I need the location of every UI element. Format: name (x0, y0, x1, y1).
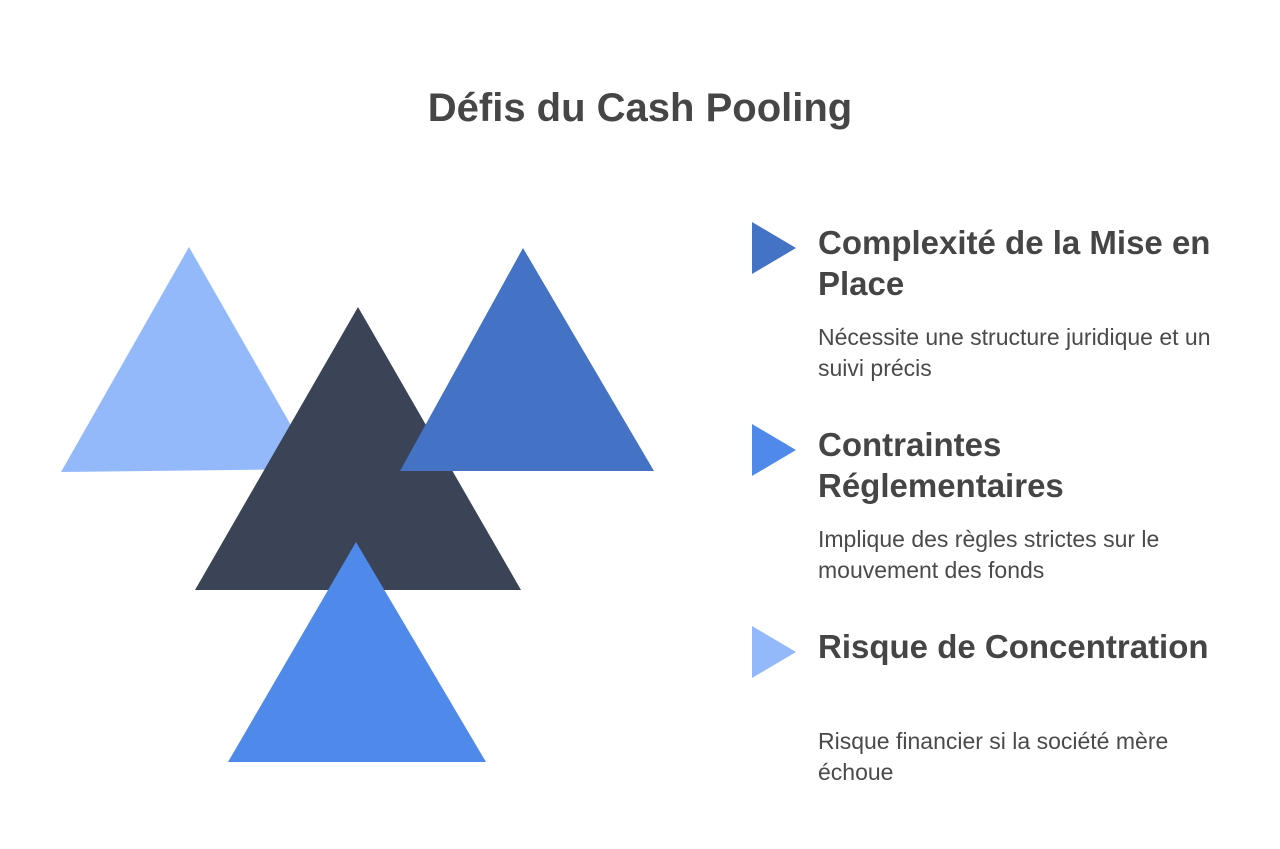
triangle-marker-icon (752, 424, 796, 476)
challenge-title: Complexité de la Mise en Place (818, 224, 1211, 302)
challenge-description: Implique des règles strictes sur le mouv… (818, 526, 1160, 583)
triangle-medium-blue (400, 248, 654, 471)
challenge-title: Risque de Concentration (818, 628, 1209, 665)
challenge-description: Risque financier si la société mère écho… (818, 728, 1169, 785)
triangle-cluster (61, 247, 654, 762)
challenge-description: Nécessite une structure juridique et un … (818, 324, 1211, 381)
triangle-marker-icon (752, 222, 796, 274)
triangle-light-blue (61, 247, 316, 472)
triangle-marker-icon (752, 626, 796, 678)
challenge-title: Contraintes Réglementaires (818, 426, 1064, 504)
triangle-bright-blue (228, 542, 486, 762)
triangle-dark-navy (195, 307, 521, 590)
page-title: Défis du Cash Pooling (427, 86, 853, 130)
